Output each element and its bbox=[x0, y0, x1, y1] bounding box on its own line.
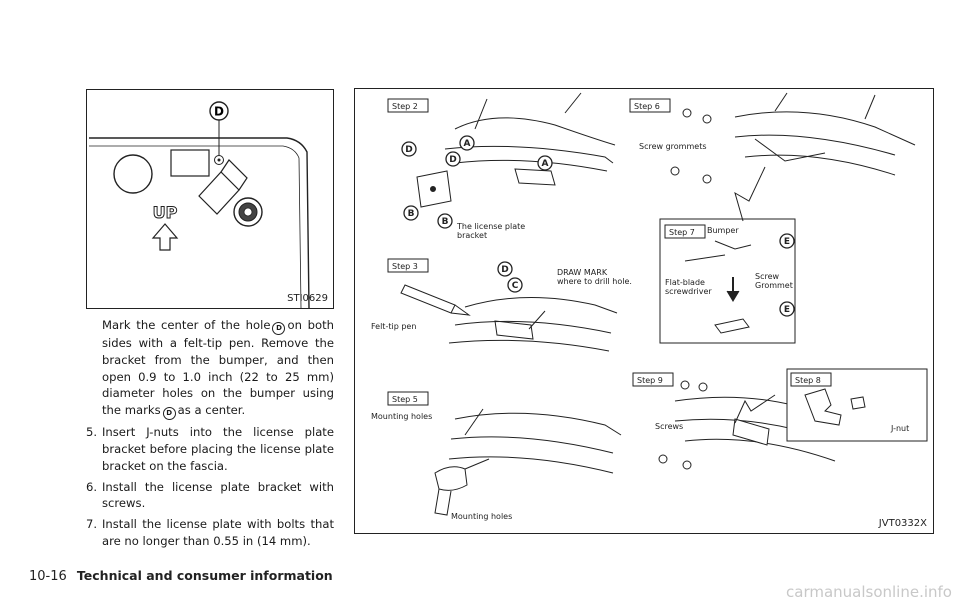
intro-text-1: Mark the center of the hole bbox=[102, 318, 271, 332]
step-9-label: Step 9 bbox=[637, 376, 663, 385]
marker-d-icon: D bbox=[162, 407, 176, 421]
marker-b-2: B bbox=[442, 217, 449, 227]
marker-d-icon: D bbox=[272, 322, 286, 335]
screw-grommets-label: Screw grommets bbox=[639, 142, 707, 151]
step-7-label: Step 7 bbox=[669, 228, 695, 237]
marker-d-circle bbox=[209, 101, 229, 121]
step-number: 5. bbox=[86, 425, 98, 440]
figure-code-left: STI0629 bbox=[287, 293, 328, 304]
intro-text-3: as a center. bbox=[177, 403, 246, 418]
marker-c: C bbox=[512, 281, 519, 291]
intro-text-2: on both sides with a felt-tip pen. Remov… bbox=[102, 318, 334, 418]
mounting-holes-bottom-label: Mounting holes bbox=[451, 512, 512, 521]
marker-d-2: D bbox=[449, 155, 456, 165]
marker-e-1: E bbox=[784, 237, 790, 247]
flat-blade-label-line2: screwdriver bbox=[665, 287, 712, 296]
j-nut-label: J-nut bbox=[890, 424, 909, 433]
marker-b-1: B bbox=[408, 209, 415, 219]
step-text: Insert J-nuts into the license plate bra… bbox=[102, 425, 334, 473]
step-number: 7. bbox=[86, 517, 98, 532]
bumper-hole-illustration: D UP bbox=[89, 101, 310, 309]
bumper-label: Bumper bbox=[707, 226, 739, 235]
watermark: carmanualsonline.info bbox=[786, 583, 952, 601]
section-title: Technical and consumer information bbox=[76, 568, 333, 583]
license-bracket-label-line2: bracket bbox=[457, 231, 487, 240]
step-2-label: Step 2 bbox=[392, 102, 418, 111]
license-bracket-label: The license plate bbox=[456, 222, 525, 231]
marker-e-2: E bbox=[784, 305, 790, 315]
step-6-label: Step 6 bbox=[634, 102, 660, 111]
step-8-label: Step 8 bbox=[795, 376, 821, 385]
license-plate-installation-illustration: Step 2 Step 3 Step 5 Step 6 Step 7 Step … bbox=[371, 92, 928, 521]
draw-mark-label: DRAW MARK bbox=[557, 268, 608, 277]
flat-blade-label: Flat-blade bbox=[665, 278, 705, 287]
marker-a-1: A bbox=[464, 139, 471, 149]
up-label: UP bbox=[153, 203, 178, 222]
step-label-boxes bbox=[387, 98, 832, 406]
step-number: 6. bbox=[86, 479, 98, 494]
marker-a-2: A bbox=[542, 159, 549, 169]
step-item-5: 5. Insert J-nuts into the license plate … bbox=[86, 424, 334, 474]
step-item-6: 6. Install the license plate bracket wit… bbox=[86, 479, 334, 513]
step-3-label: Step 3 bbox=[392, 262, 418, 271]
screw-grommet-label: Screw bbox=[755, 272, 780, 281]
page-footer: 10-16 Technical and consumer information bbox=[29, 568, 333, 584]
page-number: 10-16 bbox=[29, 569, 67, 584]
figure-code-right: JVT0332X bbox=[878, 518, 927, 529]
figure-license-plate-steps: Step 2 Step 3 Step 5 Step 6 Step 7 Step … bbox=[354, 88, 934, 534]
mounting-holes-top-label: Mounting holes bbox=[371, 412, 432, 421]
step-item-7: 7. Install the license plate with bolts … bbox=[86, 516, 334, 550]
marker-d-3: D bbox=[501, 265, 508, 275]
marker-d-label: D bbox=[214, 105, 224, 119]
step-text: Install the license plate with bolts tha… bbox=[102, 517, 334, 548]
step-text: Install the license plate bracket with s… bbox=[102, 479, 334, 511]
screw-grommet-label-line2: Grommet bbox=[755, 281, 793, 290]
marker-d-1: D bbox=[405, 145, 412, 155]
figure-bumper-hole: D UP STI0629 bbox=[86, 89, 334, 309]
step-5-label: Step 5 bbox=[392, 395, 418, 404]
screws-label: Screws bbox=[655, 422, 683, 431]
felt-tip-pen-label: Felt-tip pen bbox=[371, 322, 416, 331]
draw-mark-label-line2: where to drill hole. bbox=[557, 277, 632, 286]
up-arrow-icon bbox=[151, 223, 179, 251]
